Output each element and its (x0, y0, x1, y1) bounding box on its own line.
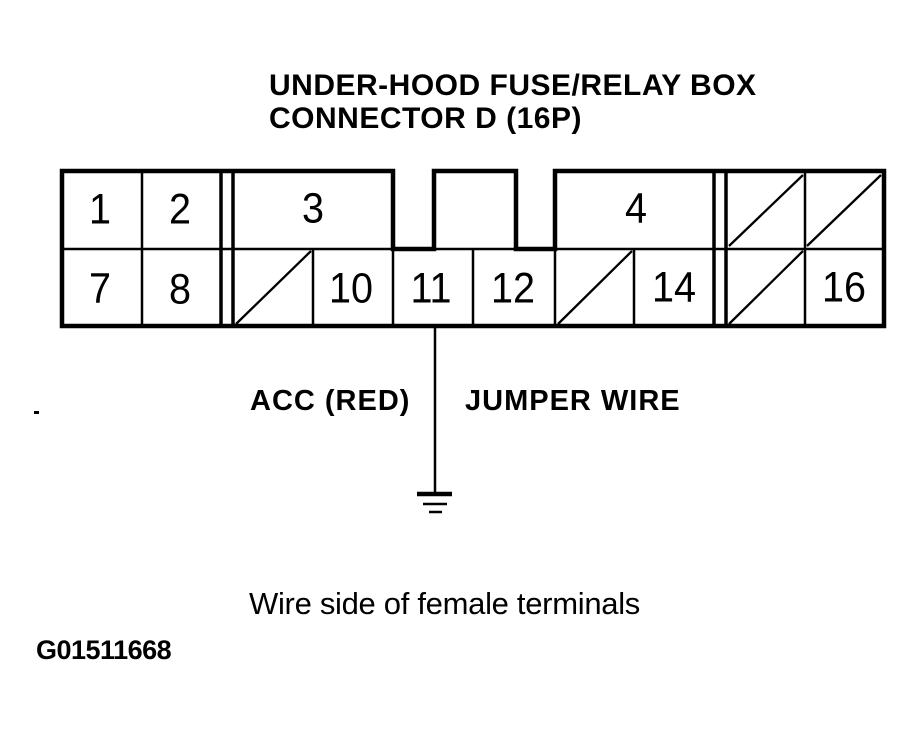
ground-icon (417, 491, 452, 514)
unused-cell-slashes (235, 174, 882, 325)
connector-cell-dividers (62, 171, 884, 326)
pin-11: 11 (410, 264, 452, 313)
pin-12: 12 (490, 264, 536, 313)
caption: Wire side of female terminals (249, 586, 640, 621)
pin-3: 3 (301, 184, 325, 233)
figure-id: G01511668 (36, 635, 172, 665)
jumper-wire-label: JUMPER WIRE (465, 385, 681, 417)
diagram-title-line2: CONNECTOR D (16P) (269, 102, 582, 135)
pin-8: 8 (168, 265, 192, 314)
wire-color-label: ACC (RED) (250, 385, 411, 417)
diagram-title: UNDER-HOOD FUSE/RELAY BOX CONNECTOR D (1… (269, 69, 757, 135)
diagram-title-line1: UNDER-HOOD FUSE/RELAY BOX (269, 69, 757, 102)
pin-1: 1 (88, 185, 112, 234)
pin-16: 16 (821, 263, 867, 312)
pin-10: 10 (328, 264, 374, 313)
pin-14: 14 (651, 263, 697, 312)
pin-4: 4 (624, 184, 648, 233)
pin-7: 7 (88, 264, 112, 313)
pin-2: 2 (168, 185, 192, 234)
stray-mark (34, 411, 39, 414)
